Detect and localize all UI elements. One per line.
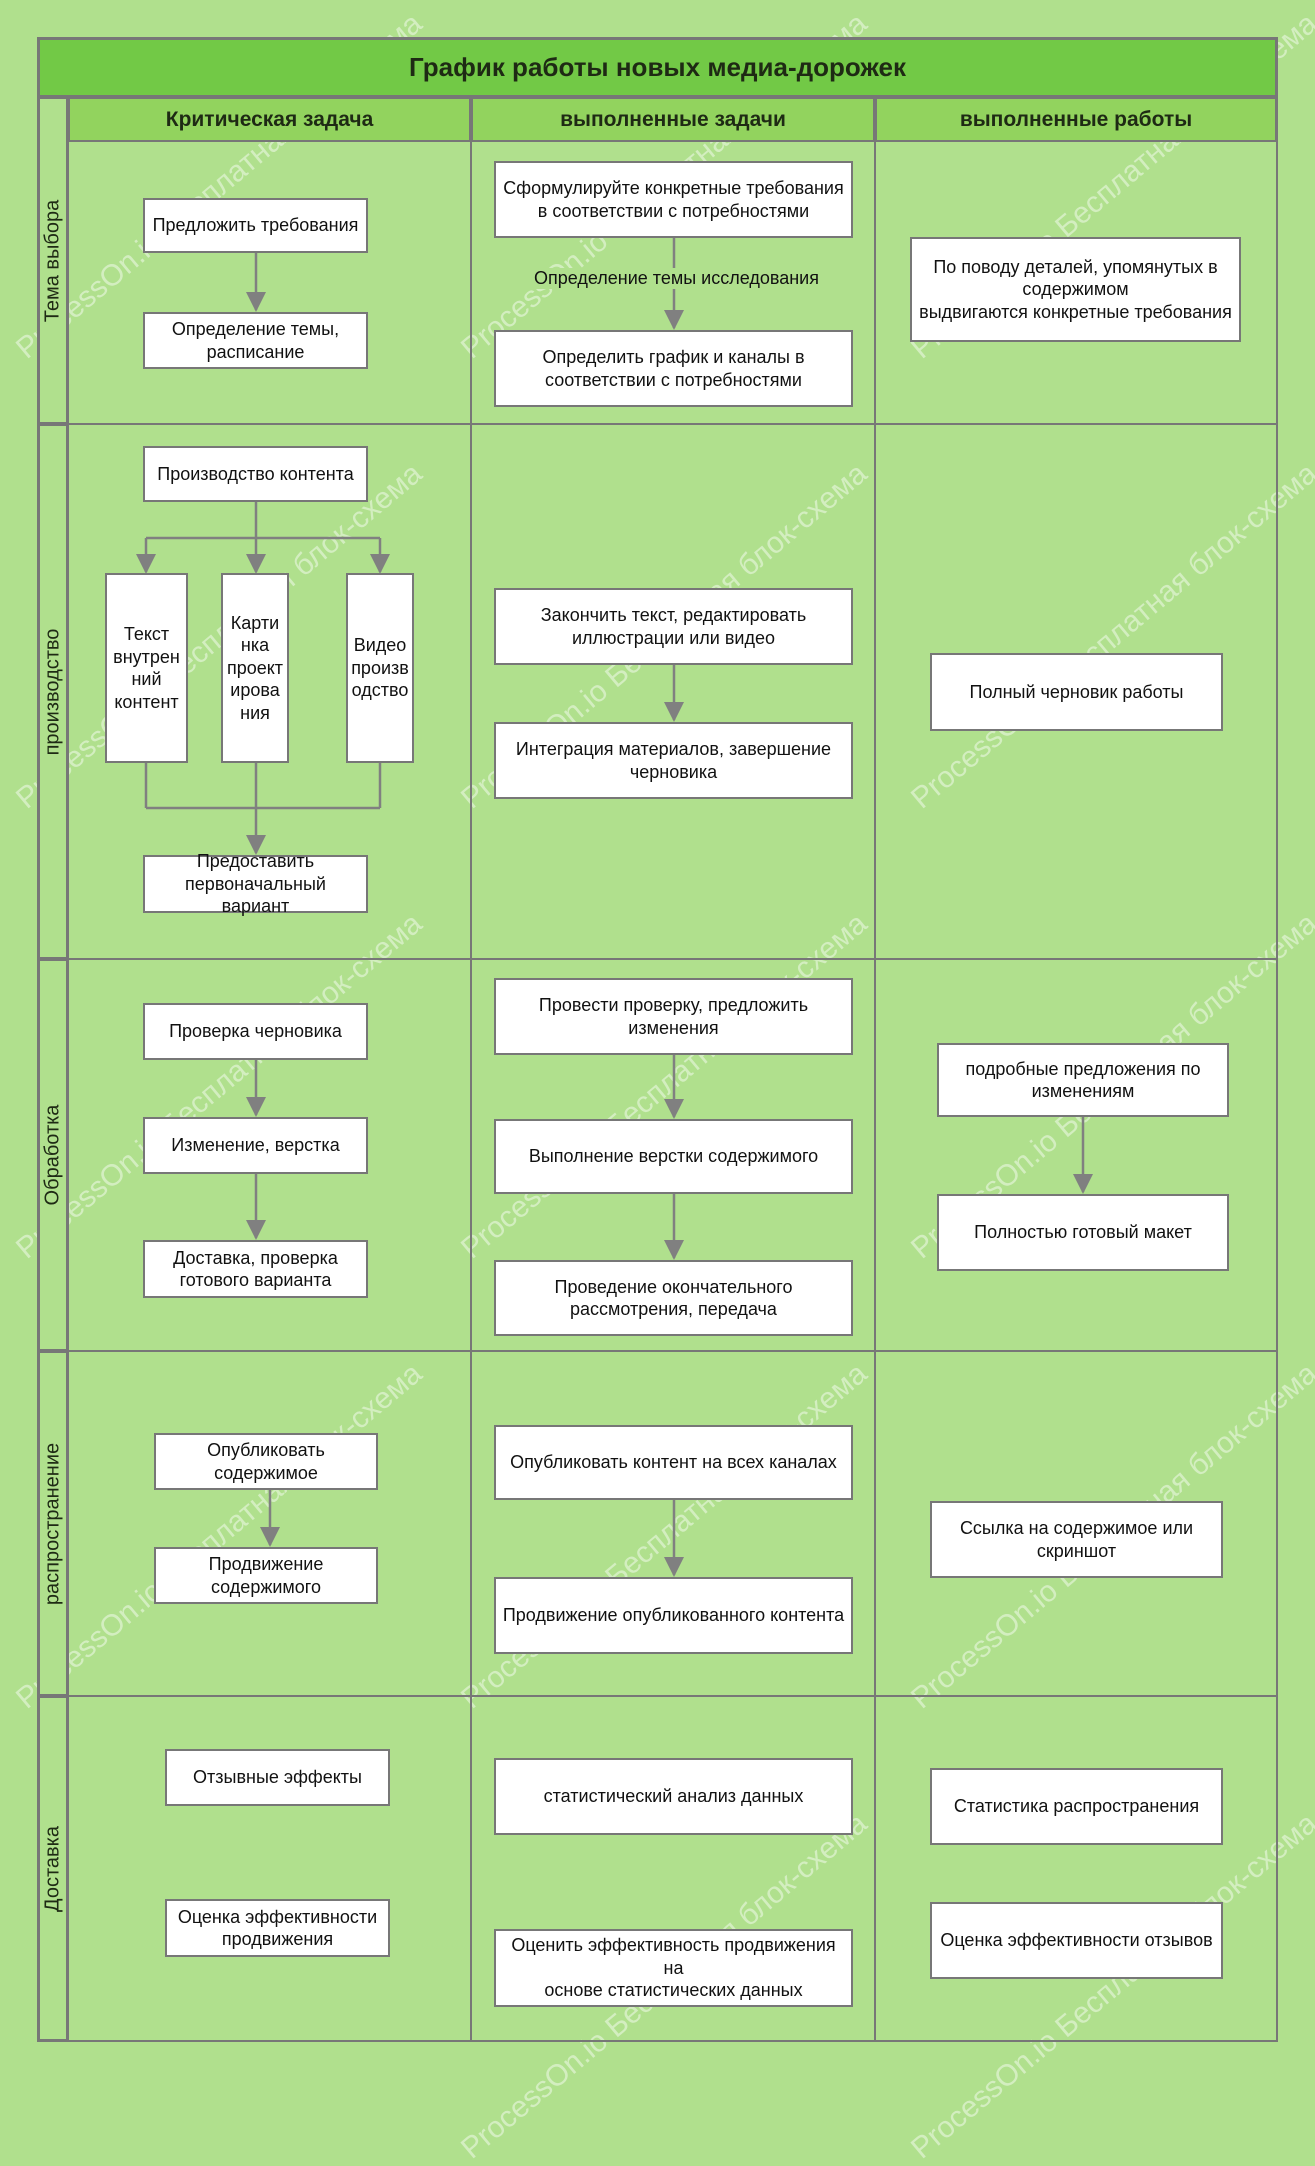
node-publish-content[interactable]: Опубликовать содержимое — [154, 1433, 378, 1490]
node-promotion-efficiency[interactable]: Оценка эффективности продвижения — [165, 1899, 390, 1957]
node-ready-layout[interactable]: Полностью готовый макет — [937, 1194, 1229, 1271]
node-change-layout[interactable]: Изменение, верстка — [143, 1117, 368, 1174]
column-header-critical-task: Критическая задача — [68, 97, 471, 142]
lane-topic-selection: Тема выбора — [38, 97, 68, 424]
lane-label: Тема выбора — [41, 199, 64, 322]
node-propose-requirements[interactable]: Предложить требования — [143, 198, 368, 253]
column-header-completed-works: выполненные работы — [875, 97, 1277, 142]
swimlane-diagram: ProcessOn.io Бесплатная блок-схема Proce… — [10, 7, 1315, 2165]
node-formulate-requirements[interactable]: Сформулируйте конкретные требования в со… — [494, 161, 853, 238]
grid-and-connectors — [37, 37, 1278, 2042]
node-initial-version[interactable]: Предоставить первоначальный вариант — [143, 851, 368, 916]
node-link-screenshot[interactable]: Ссылка на содержимое или скриншот — [930, 1501, 1223, 1578]
node-feedback-efficiency[interactable]: Оценка эффективности отзывов — [930, 1902, 1223, 1979]
lane-delivery: Доставка — [38, 1696, 68, 2041]
node-image-design[interactable]: Карти нка проект ирова ния — [221, 573, 289, 763]
lane-label: производство — [41, 628, 64, 755]
node-video-production[interactable]: Видео произв одство — [346, 573, 414, 763]
node-detailed-suggestions[interactable]: подробные предложения по изменениям — [937, 1043, 1229, 1117]
node-define-schedule-channels[interactable]: Определить график и каналы в соответстви… — [494, 330, 853, 407]
node-feedback-effects[interactable]: Отзывные эффекты — [165, 1749, 390, 1806]
node-distribution-stats[interactable]: Статистика распространения — [930, 1768, 1223, 1845]
lane-label: Обработка — [41, 1104, 64, 1206]
lane-label: распространение — [41, 1442, 64, 1605]
node-publish-all-channels[interactable]: Опубликовать контент на всех каналах — [494, 1425, 853, 1500]
node-text-content[interactable]: Текст внутрен ний контент — [105, 573, 188, 763]
node-final-review[interactable]: Проведение окончательного рассмотрения, … — [494, 1260, 853, 1336]
node-check-draft[interactable]: Проверка черновика — [143, 1003, 368, 1060]
node-topic-schedule[interactable]: Определение темы, расписание — [143, 312, 368, 369]
node-evaluate-promotion[interactable]: Оценить эффективность продвижения на осн… — [494, 1929, 853, 2007]
node-integrate-materials[interactable]: Интеграция материалов, завершение чернов… — [494, 722, 853, 799]
column-header-completed-tasks: выполненные задачи — [471, 97, 875, 142]
lane-production: производство — [38, 424, 68, 959]
node-review-suggest[interactable]: Провести проверку, предложить изменения — [494, 978, 853, 1055]
edge-label-research-topic: Определение темы исследования — [532, 268, 821, 289]
node-deliver-check[interactable]: Доставка, проверка готового варианта — [143, 1240, 368, 1298]
diagram-title: График работы новых медиа-дорожек — [38, 38, 1277, 97]
node-full-draft[interactable]: Полный черновик работы — [930, 653, 1223, 731]
lane-processing: Обработка — [38, 959, 68, 1351]
lane-label: Доставка — [41, 1825, 64, 1912]
node-promote-published[interactable]: Продвижение опубликованного контента — [494, 1577, 853, 1654]
node-promote-content[interactable]: Продвижение содержимого — [154, 1547, 378, 1604]
node-finish-text[interactable]: Закончить текст, редактировать иллюстрац… — [494, 588, 853, 665]
connectors — [136, 238, 1093, 1577]
node-content-production[interactable]: Производство контента — [143, 446, 368, 502]
node-layout-content[interactable]: Выполнение верстки содержимого — [494, 1119, 853, 1194]
lane-distribution: распространение — [38, 1351, 68, 1696]
node-details-requirements[interactable]: По поводу деталей, упомянутых в содержим… — [910, 237, 1241, 342]
node-stat-analysis[interactable]: статистический анализ данных — [494, 1758, 853, 1835]
